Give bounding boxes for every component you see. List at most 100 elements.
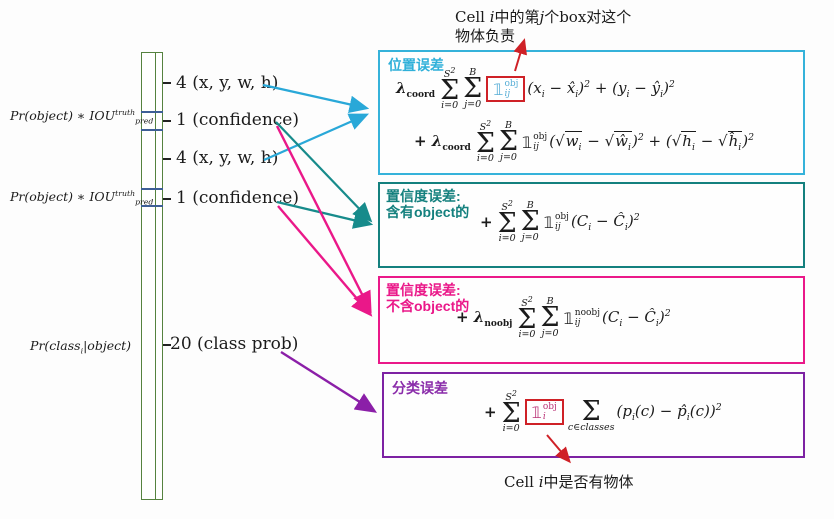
sigma: Σ [475, 127, 495, 159]
sigma: Σ [540, 302, 560, 334]
indicator-sup: obj [533, 131, 548, 142]
annotation-bottom: Cell i中是否有物体 [504, 473, 634, 491]
sum-upper: S2 [501, 199, 513, 214]
conf-obj-title-line1: 置信度误差: [386, 188, 461, 204]
sum-lower: j=0 [500, 151, 517, 163]
segment-label-classprob: 20 (class prob) [170, 334, 299, 354]
annotation-top-line1: Cell i中的第j个box对这个 [455, 8, 632, 26]
sum-grid: S2 Σ i=0 [476, 120, 495, 164]
segment-label-xywh-1: 4 (x, y, w, h) [176, 73, 279, 93]
sigma: Σ [520, 206, 540, 238]
sum-lower: i=0 [498, 233, 516, 245]
plus-lambda-noobj: + λnoobj [456, 307, 513, 329]
sum-boxes: B Σ j=0 [499, 121, 518, 163]
sum-upper: B [546, 296, 554, 308]
xy-term: (xi − x̂i)2 + (yi − ŷi)2 [527, 78, 675, 100]
sum-grid: S2 Σ i=0 [498, 200, 517, 244]
sigma: Σ [498, 126, 519, 158]
conf-obj-title-line2: 含有object的 [386, 204, 470, 221]
indicator-sup: obj [504, 78, 519, 89]
sum-classes: Σ c∈classes [568, 391, 615, 433]
double-struck-one: 𝟙 [543, 212, 554, 232]
sum-lower: i=0 [518, 329, 536, 341]
pr-object-iou-label-1: Pr(object) ∗ IOUtruthpred [10, 108, 154, 126]
annotation-top-line2: 物体负责 [455, 27, 516, 45]
indicator-sub: ij [574, 318, 581, 329]
double-struck-one: 𝟙 [531, 402, 542, 422]
indicator-sub: ij [533, 142, 539, 153]
segment-label-confidence-2: 1 (confidence) [176, 188, 300, 208]
tick [163, 120, 171, 122]
sigma: Σ [440, 74, 460, 106]
indicator-sub: ij [554, 222, 561, 233]
bar-divider [141, 111, 163, 113]
double-struck-one: 𝟙 [522, 132, 533, 152]
sum-upper: S2 [505, 389, 517, 404]
indicator-sub: ij [504, 89, 511, 100]
bar-divider [141, 188, 163, 190]
indicator-sup: obj [542, 401, 557, 412]
conf-noobj-title-line2: 不含object的 [386, 298, 470, 315]
sum-upper: S2 [479, 119, 492, 134]
arrow-xywh1-to-location [262, 83, 370, 113]
plus-lambda-coord: + λcoord [414, 131, 471, 153]
sum-boxes: B Σ j=0 [463, 68, 482, 110]
pr-object-iou-label-2: Pr(object) ∗ IOUtruthpred [10, 189, 154, 207]
confidence-noobj-error-box: 置信度误差: 不含object的 + λnoobj S2 Σ i=0 B Σ j… [378, 276, 805, 364]
sum-lower: i=0 [476, 153, 494, 165]
sum-upper: B [469, 67, 477, 79]
sum-lower: i=0 [441, 100, 459, 112]
sum-upper: S2 [443, 66, 456, 81]
sum-grid: S2 Σ i=0 [440, 67, 459, 111]
confidence-term: (Ci − Ĉi)2 [570, 211, 640, 233]
segment-label-xywh-2: 4 (x, y, w, h) [176, 148, 279, 168]
tick [163, 198, 171, 200]
sum-lower: j=0 [521, 231, 539, 243]
arrow-conf2-to-confnoobj [277, 205, 373, 317]
sum-upper: B [504, 120, 512, 132]
sum-upper: B [526, 200, 534, 212]
wh-term: (√wi − √ŵi)2 + (√hi − √ĥi)2 [549, 130, 755, 153]
sum-lower: c∈classes [567, 421, 615, 433]
indicator-sup: obj [554, 211, 569, 222]
lambda-coord: λcoord [396, 78, 436, 100]
bar-divider [141, 205, 163, 207]
bar-divider [141, 129, 163, 131]
location-error-title: 位置误差 [388, 57, 444, 73]
output-tensor-bar [141, 52, 163, 500]
sigma: Σ [581, 396, 601, 428]
class-prob-term: (pi(c) − p̂i(c))2 [616, 401, 722, 423]
bar-depth-line [155, 53, 157, 499]
segment-label-confidence-1: 1 (confidence) [176, 110, 300, 130]
plus-sign: + [480, 213, 493, 232]
sigma: Σ [501, 397, 521, 429]
sigma: Σ [517, 303, 537, 335]
conf-noobj-title-line1: 置信度误差: [386, 282, 461, 298]
arrow-conf1-to-confnoobj [275, 125, 372, 314]
tick [163, 344, 171, 346]
arrow-classprob-to-class [280, 350, 378, 413]
sigma: Σ [463, 73, 483, 105]
confidence-term: (Ci − Ĉi)2 [601, 307, 671, 329]
plus-sign: + [484, 403, 497, 422]
double-struck-one: 𝟙 [493, 79, 504, 99]
sum-upper: S2 [521, 295, 533, 310]
sum-boxes: B Σ j=0 [521, 201, 540, 243]
tick [163, 82, 171, 84]
sum-grid: S2 Σ i=0 [502, 390, 521, 434]
confidence-obj-error-box: 置信度误差: 含有object的 + S2 Σ i=0 B Σ j=0 𝟙 ob… [378, 182, 805, 268]
sigma: Σ [497, 207, 517, 239]
sum-lower: i=0 [502, 423, 520, 435]
sum-boxes: B Σ j=0 [541, 297, 560, 339]
indicator-sup: noobj [574, 307, 600, 318]
